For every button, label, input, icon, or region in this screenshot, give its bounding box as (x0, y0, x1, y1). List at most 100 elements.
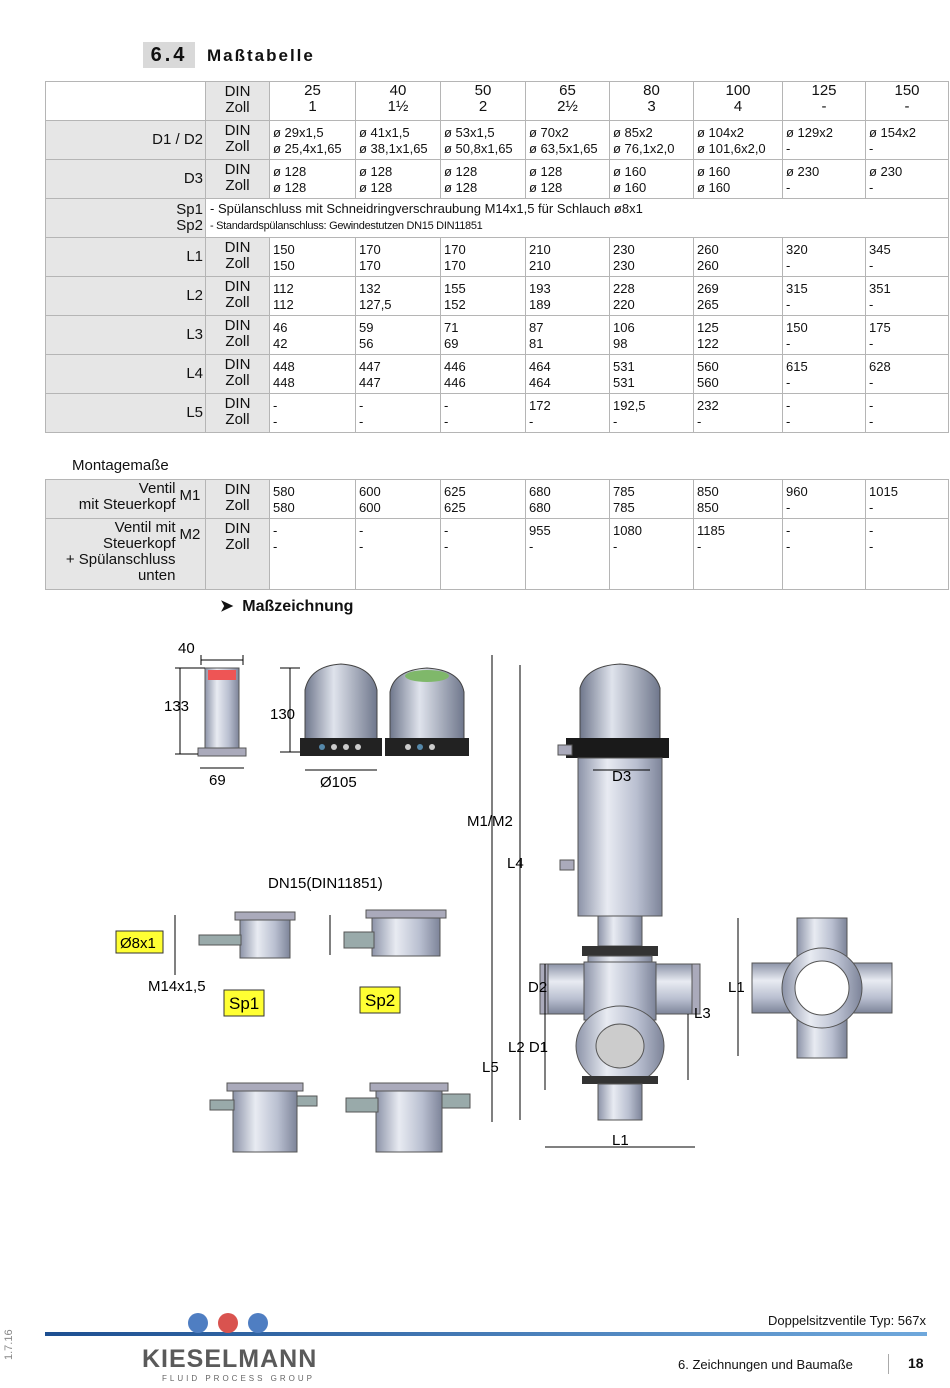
value-din: ø 160 (697, 164, 731, 179)
value-zoll: ø 38,1x1,65 (359, 141, 428, 156)
nominal-zoll: 2 (478, 98, 488, 115)
table-cell: -- (440, 518, 526, 590)
value-din: - (273, 398, 278, 413)
row-label-cell: L2 (45, 276, 206, 316)
sp2-text: - Standardspülanschluss: Gewindestutzen … (210, 220, 483, 232)
unit-din: DIN (224, 83, 251, 100)
value-zoll: - (359, 539, 364, 554)
table-cell: 615- (782, 354, 866, 394)
dim-l4: L4 (507, 855, 524, 872)
value-zoll: 680 (529, 500, 551, 515)
table-cell: 315- (782, 276, 866, 316)
table-cell: 351- (865, 276, 949, 316)
unit-din: DIN (224, 317, 251, 334)
dim-40: 40 (178, 640, 195, 657)
unit-din: DIN (224, 356, 251, 373)
value-zoll: 81 (529, 336, 544, 351)
value-din: ø 29x1,5 (273, 125, 324, 140)
unit-din: DIN (224, 239, 251, 256)
row-label: D3 (183, 170, 203, 187)
dim-69: 69 (209, 772, 226, 789)
value-zoll: 170 (444, 258, 466, 273)
value-din: 150 (273, 242, 295, 257)
value-zoll: 464 (529, 375, 551, 390)
value-zoll: - (786, 500, 791, 515)
table-cell: ø 230- (865, 159, 949, 199)
row-label: L5 (186, 404, 203, 421)
value-zoll: - (359, 414, 364, 429)
dim-d2: D2 (528, 979, 547, 996)
value-zoll: - (444, 539, 449, 554)
document-date: 1.7.16 (3, 1329, 15, 1360)
value-zoll: 850 (697, 500, 719, 515)
chapter-title: 6. Zeichnungen und Baumaße (678, 1357, 853, 1372)
value-zoll: - (869, 414, 874, 429)
unit-zoll: Zoll (225, 536, 250, 553)
table-cell: 192,5- (609, 393, 694, 433)
value-din: 531 (613, 359, 635, 374)
dim-d3: D3 (612, 768, 631, 785)
value-zoll: - (786, 180, 791, 195)
value-zoll: - (529, 414, 534, 429)
nominal-zoll: 2½ (557, 98, 578, 115)
value-zoll: - (869, 375, 874, 390)
value-din: 351 (869, 281, 891, 296)
value-din: 320 (786, 242, 808, 257)
technical-drawing: 40 133 69 130 Ø105 (115, 640, 893, 1153)
value-zoll: 152 (444, 297, 466, 312)
value-zoll: 447 (359, 375, 381, 390)
montage-code-cell: M1 (177, 479, 206, 519)
value-din: ø 104x2 (697, 125, 744, 140)
table-cell: -- (355, 393, 441, 433)
value-zoll: - (444, 414, 449, 429)
value-din: 580 (273, 484, 295, 499)
row-label: D1 / D2 (152, 131, 203, 148)
nominal-zoll: 4 (733, 98, 743, 115)
label-sp2-box (359, 986, 401, 1014)
value-zoll: 98 (613, 336, 628, 351)
table-cell: -- (269, 518, 356, 590)
label-sp1-box (223, 989, 265, 1017)
value-zoll: - (786, 539, 791, 554)
value-zoll: - (869, 180, 874, 195)
sp2-label: Sp2 (176, 217, 203, 234)
value-din: 193 (529, 281, 551, 296)
montage-label-line: Steuerkopf (102, 535, 176, 552)
value-din: 260 (697, 242, 719, 257)
footer-rule (45, 1332, 927, 1336)
unit-zoll: Zoll (225, 138, 250, 155)
page-number: 18 (908, 1355, 924, 1371)
section-number: 6.4 (143, 42, 195, 68)
nominal-din: 125 (811, 82, 837, 99)
value-din: 125 (697, 320, 719, 335)
value-din: ø 128 (529, 164, 563, 179)
double-seat-valve (491, 655, 739, 1148)
dim-8x1: Ø8x1 (120, 935, 156, 952)
nominal-din: 25 (304, 82, 321, 99)
value-zoll: 122 (697, 336, 719, 351)
dim-130: 130 (270, 706, 295, 723)
value-zoll: ø 76,1x2,0 (613, 141, 675, 156)
table-cell: 628- (865, 354, 949, 394)
